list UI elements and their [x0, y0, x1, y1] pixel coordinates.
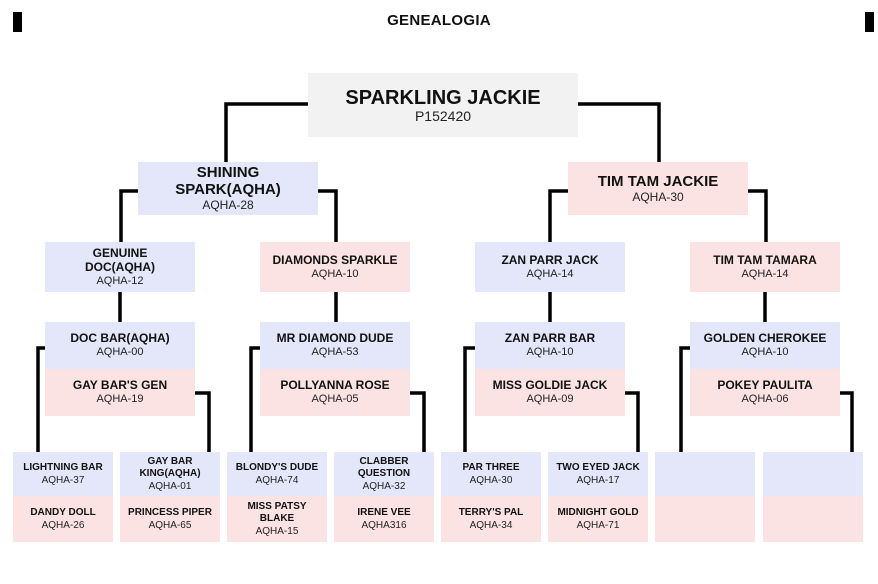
- horse-name: DIAMONDS SPARKLE: [272, 252, 398, 267]
- dam-box[interactable]: TIM TAM JACKIE AQHA-30: [568, 162, 748, 215]
- horse-name: IRENE VEE: [357, 506, 411, 518]
- horse-registration: AQHA-53: [311, 346, 359, 358]
- horse-name: ZAN PARR BAR: [504, 331, 596, 345]
- horse-registration: AQHA-10: [526, 346, 574, 358]
- horse-name: GAY BAR KING(AQHA): [139, 455, 201, 479]
- grandparent-box[interactable]: GENUINE DOC(AQHA) AQHA-12: [45, 242, 195, 292]
- horse-registration: AQHA-32: [362, 480, 406, 492]
- horse-registration: AQHA-30: [469, 474, 513, 486]
- page-title: GENEALOGIA: [387, 12, 491, 29]
- horse-registration: AQHA-19: [96, 393, 144, 405]
- horse-registration: AQHA-74: [255, 474, 299, 486]
- horse-name: LIGHTNING BAR: [23, 461, 103, 473]
- horse-name: TIM TAM JACKIE: [597, 172, 719, 190]
- horse-registration: AQHA-05: [311, 393, 359, 405]
- horse-name: GENUINE DOC(AQHA): [85, 245, 155, 274]
- horse-name: GAY BAR'S GEN: [72, 378, 168, 392]
- grandparent-box[interactable]: DIAMONDS SPARKLE AQHA-10: [260, 242, 410, 292]
- right-marker: [865, 12, 874, 32]
- horse-name: DANDY DOLL: [30, 506, 96, 518]
- gen4-sire-box[interactable]: [763, 452, 863, 496]
- horse-name: POLLYANNA ROSE: [280, 378, 390, 392]
- horse-registration: AQHA-00: [96, 346, 144, 358]
- horse-name: TIM TAM TAMARA: [713, 252, 817, 267]
- gen4-dam-box[interactable]: [763, 496, 863, 542]
- horse-name: DOC BAR(AQHA): [70, 331, 170, 345]
- horse-registration: AQHA-37: [41, 474, 85, 486]
- horse-name: MISS GOLDIE JACK: [492, 378, 608, 392]
- horse-registration: AQHA-10: [741, 346, 789, 358]
- horse-name: TWO EYED JACK: [556, 461, 640, 473]
- horse-name: SPARKLING JACKIE: [345, 86, 541, 109]
- great-grandsire-box[interactable]: DOC BAR(AQHA)AQHA-00: [45, 322, 195, 369]
- sire-box[interactable]: SHINING SPARK(AQHA) AQHA-28: [138, 162, 318, 215]
- horse-name: BLONDY'S DUDE: [235, 461, 319, 473]
- left-marker: [13, 12, 22, 32]
- horse-registration: AQHA316: [361, 519, 407, 531]
- horse-name: PRINCESS PIPER: [128, 506, 212, 518]
- horse-name: MIDNIGHT GOLD: [557, 506, 639, 518]
- horse-name: GOLDEN CHEROKEE: [703, 331, 827, 345]
- horse-registration: AQHA-15: [255, 525, 299, 537]
- horse-name: MR DIAMOND DUDE: [276, 331, 394, 345]
- horse-registration: AQHA-65: [148, 519, 192, 531]
- horse-registration: AQHA-71: [576, 519, 620, 531]
- horse-registration: AQHA-12: [96, 274, 144, 287]
- horse-registration: AQHA-17: [576, 474, 620, 486]
- horse-registration: AQHA-14: [526, 267, 574, 280]
- horse-name: SHINING SPARK(AQHA): [175, 164, 281, 198]
- horse-registration: AQHA-28: [202, 198, 254, 212]
- horse-registration: AQHA-30: [632, 189, 684, 204]
- horse-registration: AQHA-26: [41, 519, 85, 531]
- gen4-sire-box[interactable]: [655, 452, 755, 496]
- horse-registration: AQHA-01: [148, 480, 192, 492]
- horse-name: ZAN PARR JACK: [501, 252, 599, 267]
- gen4-dam-box[interactable]: [655, 496, 755, 542]
- horse-name: MISS PATSY BLAKE: [247, 500, 307, 524]
- horse-registration: AQHA-09: [526, 393, 574, 405]
- grandparent-box[interactable]: ZAN PARR JACK AQHA-14: [475, 242, 625, 292]
- gen4-sire-box[interactable]: GAY BAR KING(AQHA)AQHA-01: [120, 452, 220, 496]
- horse-name: TERRY'S PAL: [458, 506, 524, 518]
- horse-registration: AQHA-14: [741, 267, 789, 280]
- horse-registration: AQHA-34: [469, 519, 513, 531]
- horse-name: CLABBER QUESTION: [357, 455, 411, 479]
- grandparent-box[interactable]: TIM TAM TAMARA AQHA-14: [690, 242, 840, 292]
- subject-horse[interactable]: SPARKLING JACKIE P152420: [308, 73, 578, 137]
- horse-name: PAR THREE: [462, 461, 520, 473]
- horse-registration: P152420: [414, 107, 472, 124]
- horse-registration: AQHA-06: [741, 393, 789, 405]
- horse-name: POKEY PAULITA: [717, 378, 813, 392]
- horse-registration: AQHA-10: [311, 267, 359, 280]
